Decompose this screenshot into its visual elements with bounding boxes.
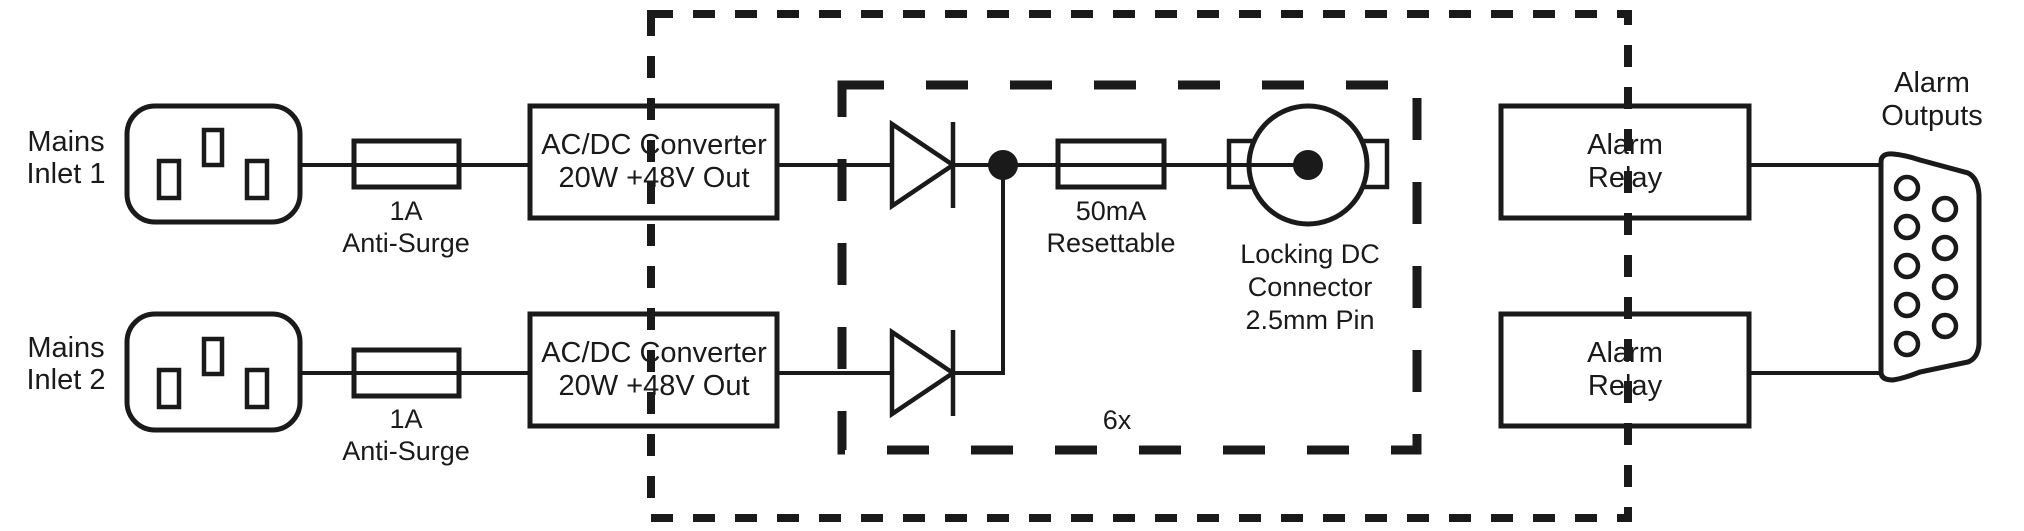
converter-2-line2: 20W +48V Out xyxy=(558,370,749,402)
db9-pin xyxy=(1893,330,1921,358)
inlet-pin xyxy=(156,367,182,410)
alarm-relay-2-box xyxy=(1498,311,1752,429)
fuse-2-icon xyxy=(351,347,462,399)
db9-pin xyxy=(1893,252,1921,280)
resettable-fuse-type: Resettable xyxy=(1046,228,1175,258)
mains-inlet-1 xyxy=(124,103,303,225)
db9-pin xyxy=(1931,312,1959,340)
fuse-2-rating: 1A xyxy=(389,404,422,434)
inlet-1-label-line2: Inlet 1 xyxy=(27,158,106,190)
db9-pin xyxy=(1893,291,1921,319)
fuse-2-type: Anti-Surge xyxy=(342,436,470,466)
converter-1-line2: 20W +48V Out xyxy=(558,162,749,194)
resettable-fuse-rating: 50mA xyxy=(1076,196,1147,226)
enclosure-boundary xyxy=(647,10,1632,522)
db9-pin xyxy=(1931,195,1959,223)
alarm-relay-1-box xyxy=(1498,103,1752,221)
fuse-1-rating: 1A xyxy=(389,196,422,226)
fuse-1-type: Anti-Surge xyxy=(342,228,470,258)
alarm-relay-1-line1: Alarm xyxy=(1587,129,1663,161)
diode-1-icon xyxy=(889,119,958,211)
inlet-pin xyxy=(201,127,225,168)
inlet-pin xyxy=(156,158,182,201)
inlet-pin xyxy=(244,158,270,201)
alarm-relay-2-line2: Relay xyxy=(1588,370,1663,402)
inlet-pin xyxy=(201,336,225,377)
converter-1-box xyxy=(527,103,780,221)
converter-2-box xyxy=(527,311,780,429)
channel-group-boundary xyxy=(837,80,1422,455)
db9-pin xyxy=(1893,213,1921,241)
alarm-outputs-line1: Alarm xyxy=(1894,67,1970,99)
dc-connector-line2: Connector xyxy=(1248,272,1373,302)
channel-multiplier: 6x xyxy=(1103,405,1132,435)
inlet-2-label-line1: Mains xyxy=(27,332,104,364)
diode-2-icon xyxy=(889,327,958,419)
fuse-1-icon xyxy=(351,138,462,190)
db9-pin xyxy=(1893,174,1921,202)
inlet-1-label-line1: Mains xyxy=(27,126,104,158)
inlet-pin xyxy=(244,367,270,410)
dc-connector-icon xyxy=(1226,103,1390,227)
alarm-outputs-line2: Outputs xyxy=(1881,100,1983,132)
alarm-relay-2-line1: Alarm xyxy=(1587,337,1663,369)
db9-pin xyxy=(1931,234,1959,262)
wire xyxy=(953,165,1005,375)
converter-2-line1: AC/DC Converter xyxy=(541,337,767,369)
dc-connector-line3: 2.5mm Pin xyxy=(1245,305,1374,335)
converter-1-line1: AC/DC Converter xyxy=(541,129,767,161)
mains-inlet-2 xyxy=(124,311,303,433)
db9-pin xyxy=(1931,273,1959,301)
alarm-relay-1-line2: Relay xyxy=(1588,162,1663,194)
db9-connector-icon xyxy=(1878,151,1982,383)
dc-connector-line1: Locking DC xyxy=(1240,239,1380,269)
resettable-fuse-icon xyxy=(1055,138,1167,190)
inlet-2-label-line2: Inlet 2 xyxy=(27,364,106,396)
